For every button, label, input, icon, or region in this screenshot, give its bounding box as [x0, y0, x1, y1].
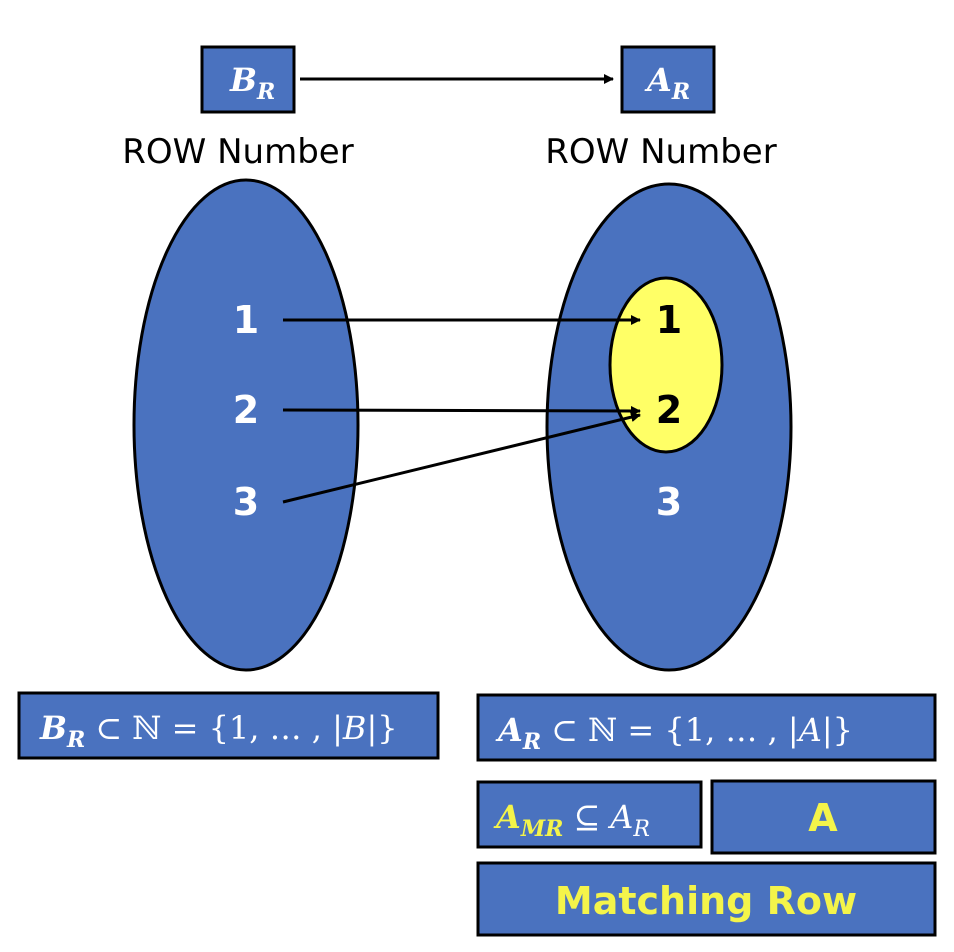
- svg-text:BR: BR: [229, 61, 275, 105]
- left-formula-box: BR⊂ℕ = {1, … , |B|}: [17, 691, 440, 760]
- source-var: B: [229, 61, 257, 99]
- subset-rhs-sub: R: [632, 817, 650, 842]
- right-formula-box: AR⊂ℕ = {1, … , |A|}: [476, 693, 937, 762]
- subset-rel: ⊆: [573, 798, 600, 836]
- right-formula-sub: R: [522, 729, 541, 755]
- right-item-1: 1: [656, 298, 682, 342]
- svg-text:AMR⊆AR: AMR⊆AR: [493, 798, 650, 842]
- left-set-ellipse: [132, 178, 360, 672]
- a-label-box: A: [710, 779, 937, 855]
- left-formula-rel: ⊂: [95, 709, 122, 747]
- right-caption: ROW Number: [545, 132, 776, 172]
- matching-row-label: Matching Row: [555, 879, 857, 923]
- matching-row-box: Matching Row: [476, 861, 937, 937]
- left-formula-var: B: [39, 709, 67, 747]
- source-sub: R: [256, 79, 275, 105]
- arrow-3-to-2: [282, 412, 641, 504]
- subset-sub: MR: [520, 816, 564, 842]
- left-item-1: 1: [233, 298, 259, 342]
- right-item-3: 3: [656, 480, 682, 524]
- right-formula-card: A: [796, 711, 822, 749]
- a-label: A: [808, 796, 838, 840]
- left-formula-sub: R: [66, 727, 85, 753]
- subset-var: A: [493, 798, 521, 836]
- subset-rhs-var: A: [607, 798, 633, 836]
- svg-text:BR⊂ℕ = {1, … , |B|}: BR⊂ℕ = {1, … , |B|}: [39, 709, 398, 753]
- arrow-2-to-2: [282, 405, 641, 416]
- target-var: A: [644, 61, 672, 99]
- left-formula-rest: ℕ = {1, … , |: [132, 709, 343, 747]
- left-caption: ROW Number: [122, 132, 353, 172]
- right-formula-close: |}: [822, 711, 853, 749]
- right-formula-rest: ℕ = {1, … , |: [588, 711, 799, 749]
- left-formula-card: B: [342, 709, 367, 747]
- svg-text:AR⊂ℕ = {1, … , |A|}: AR⊂ℕ = {1, … , |A|}: [495, 711, 853, 755]
- subset-formula-box: AMR⊆AR: [476, 780, 703, 849]
- left-item-2: 2: [233, 388, 259, 432]
- right-formula-rel: ⊂: [551, 711, 578, 749]
- target-row-box: AR: [620, 45, 716, 114]
- left-item-3: 3: [233, 480, 259, 524]
- target-sub: R: [671, 79, 690, 105]
- left-formula-close: |}: [366, 709, 397, 747]
- right-item-2: 2: [656, 388, 682, 432]
- right-formula-var: A: [495, 711, 523, 749]
- svg-text:AR: AR: [644, 61, 690, 105]
- source-row-box: BR: [200, 45, 296, 114]
